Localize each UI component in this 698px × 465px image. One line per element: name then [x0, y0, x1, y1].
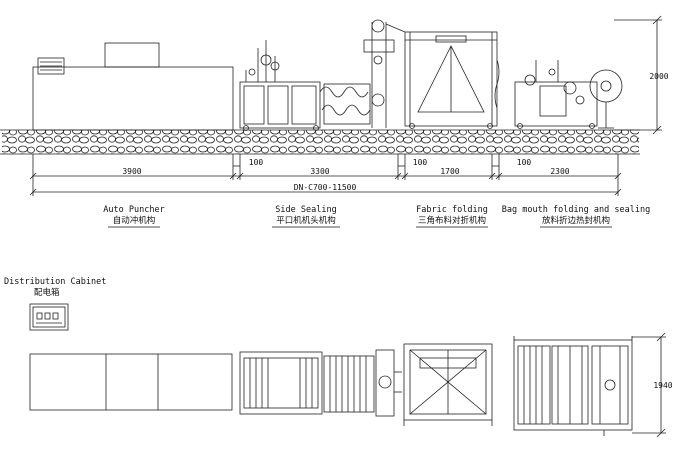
bag-mouth-sealing-unit [514, 60, 623, 129]
section-label-en: Bag mouth folding and sealing [502, 205, 650, 215]
section-label-en: Side Sealing [275, 205, 336, 215]
transfer-tower [363, 19, 406, 128]
height-dimension-top [632, 332, 666, 438]
height-dimension-side [614, 15, 662, 135]
section-label-cn: 放料折边热封机构 [542, 215, 610, 226]
segment-dimensions [29, 154, 622, 196]
auto-puncher-unit [32, 42, 234, 131]
section-label-bag-mouth: Bag mouth folding and sealing 放料折边热封机构 [502, 205, 650, 228]
gap-label-1: 100 [249, 158, 264, 167]
side-sealing-plan [239, 349, 402, 417]
section-label-cn: 平口机机头机构 [276, 215, 336, 226]
bag-mouth-sealing-plan [513, 336, 633, 436]
height-label-side: 2000 [649, 72, 668, 81]
height-label-top: 1940 [653, 381, 672, 390]
section-label-cn: 自动冲机构 [113, 215, 156, 226]
floor-stones [2, 130, 639, 154]
section-label-en: Auto Puncher [103, 205, 164, 215]
plan-view [29, 332, 666, 438]
side-sealing-unit [239, 40, 371, 131]
total-length-label: DN-C700-11500 [294, 183, 357, 192]
segment-label-4: 2300 [550, 167, 569, 176]
section-label-cn: 三角布料对折机构 [418, 215, 486, 226]
section-label-en: Fabric folding [416, 205, 488, 215]
auto-puncher-plan [29, 353, 233, 411]
fabric-folding-plan [403, 343, 493, 426]
segment-label-1: 3900 [122, 167, 141, 176]
section-label-fabric-folding: Fabric folding 三角布料对折机构 [416, 205, 488, 228]
section-label-auto-puncher: Auto Puncher 自动冲机构 [103, 205, 165, 228]
gap-label-2: 100 [413, 158, 428, 167]
section-label-side-sealing: Side Sealing 平口机机头机构 [272, 205, 340, 228]
cabinet-label-en: Distribution Cabinet [4, 277, 106, 287]
fabric-folding-unit [404, 31, 500, 129]
segment-label-3: 1700 [440, 167, 459, 176]
side-elevation [0, 15, 662, 196]
gap-label-3: 100 [517, 158, 532, 167]
cabinet-label-cn: 配电箱 [34, 287, 60, 298]
distribution-cabinet [29, 303, 69, 331]
segment-label-2: 3300 [310, 167, 329, 176]
